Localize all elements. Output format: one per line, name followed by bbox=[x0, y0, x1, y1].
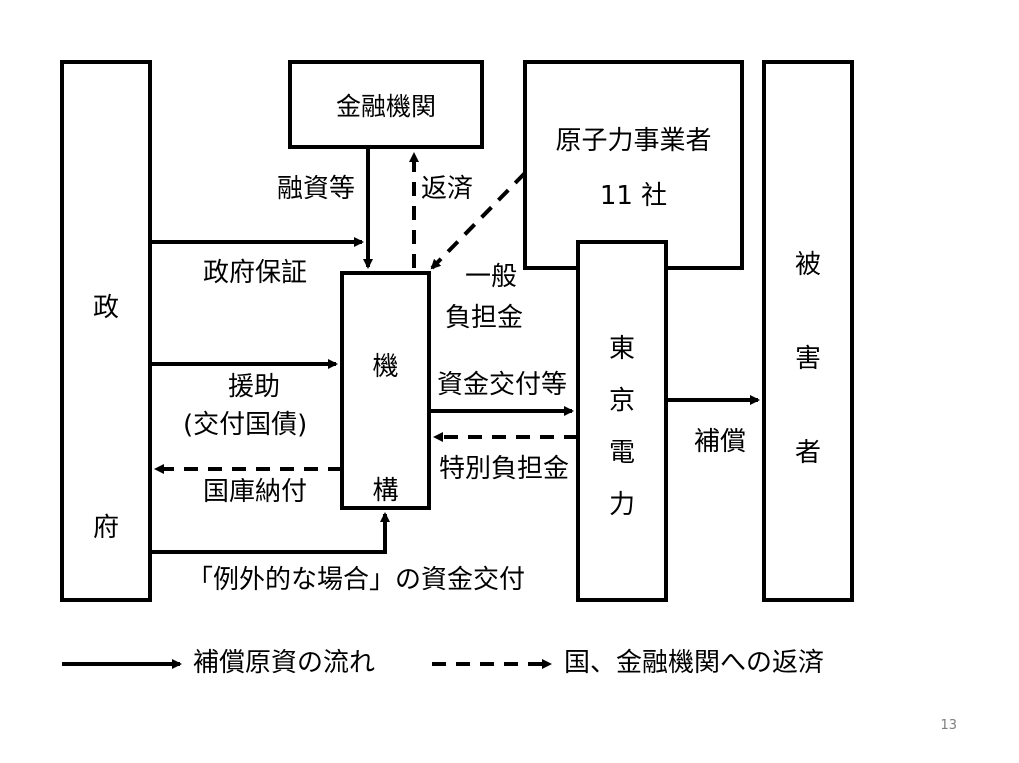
tepco-box bbox=[576, 240, 668, 602]
exceptional-grant-arrow bbox=[150, 512, 390, 554]
general-contribution-label-1: 一般 bbox=[465, 262, 518, 292]
nuclear-operators-label-1: 原子力事業者 bbox=[555, 126, 712, 156]
financial-institutions-label: 金融機関 bbox=[335, 92, 436, 121]
government-box bbox=[60, 60, 152, 602]
nuclear-operators-label-2: 11 社 bbox=[599, 181, 668, 211]
nuclear-operators-box bbox=[523, 60, 744, 270]
financial-institutions-box bbox=[288, 60, 484, 149]
victims-box bbox=[762, 60, 854, 602]
gov-guarantee-label: 政府保証 bbox=[203, 258, 308, 288]
aid-label-2: (交付国債) bbox=[183, 410, 308, 440]
government-label: 政 府 bbox=[92, 293, 119, 543]
treasury-payment-label: 国庫納付 bbox=[203, 477, 308, 507]
general-contribution-label-2: 負担金 bbox=[445, 303, 524, 333]
organization-label: 機 構 bbox=[372, 352, 399, 506]
organization-box bbox=[340, 271, 431, 510]
fund-grant-label: 資金交付等 bbox=[437, 370, 568, 400]
aid-label-1: 援助 bbox=[228, 372, 281, 402]
compensation-label: 補償 bbox=[694, 427, 747, 457]
repayment-label: 返済 bbox=[421, 174, 474, 204]
victims-label: 被 害 者 bbox=[794, 250, 821, 468]
special-contribution-label: 特別負担金 bbox=[439, 454, 570, 484]
loan-label: 融資等 bbox=[277, 174, 356, 204]
legend-dashed-label: 国、金融機関への返済 bbox=[564, 648, 825, 678]
legend-solid-label: 補償原資の流れ bbox=[193, 648, 376, 678]
page-number: 13 bbox=[940, 718, 957, 733]
exceptional-grant-label: 「例外的な場合」の資金交付 bbox=[187, 565, 526, 595]
tepco-label: 東 京 電 力 bbox=[608, 334, 635, 520]
